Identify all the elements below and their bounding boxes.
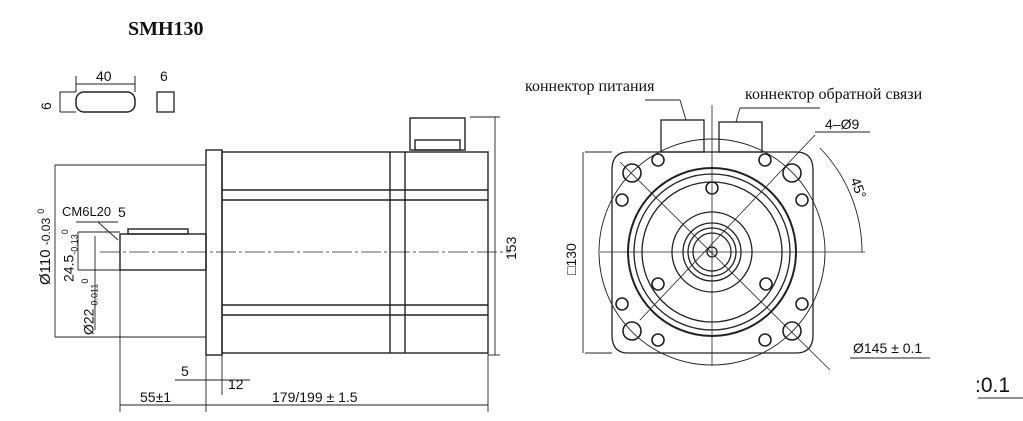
bolt-circle-label: Ø145 ± 0.1: [853, 340, 923, 356]
power-connector-label: коннектор питания: [525, 78, 655, 95]
shaft-length-label: 55±1: [140, 389, 172, 405]
thread-label: CM6L20: [62, 204, 112, 219]
key-height-label: 6: [38, 102, 54, 110]
feedback-connector-label: коннектор обратной связи: [745, 86, 923, 103]
body-length-label: 179/199 ± 1.5: [272, 389, 358, 405]
flange-setback-label: 12: [228, 376, 244, 392]
side-view: [100, 117, 510, 356]
shaft-dia-label: Ø22-0.0110: [80, 278, 100, 335]
front-view: [582, 99, 1023, 399]
key-length-label: 40: [96, 68, 112, 84]
edge-fragment-label: :0.1: [975, 374, 1011, 397]
height-label: 153: [503, 236, 519, 260]
flange-thickness-label: 5: [181, 363, 189, 379]
drawing-title: SMH130: [128, 18, 204, 40]
side-dimensions: [54, 116, 500, 412]
key-depth-label: 24.5-0.130: [60, 229, 80, 282]
key-offset-label: 5: [118, 204, 126, 220]
key-side-label: 6: [160, 68, 168, 84]
square-label: □130: [563, 243, 579, 275]
flange-dia-label: Ø110 -0.03 0: [36, 208, 54, 285]
key-detail: [59, 76, 175, 113]
holes-label: 4–Ø9: [825, 116, 860, 132]
